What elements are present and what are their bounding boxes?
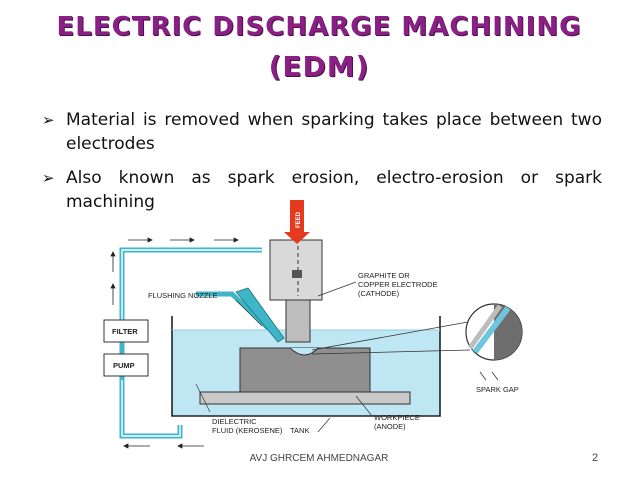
- flushing-nozzle-label: FLUSHING NOZZLE: [148, 291, 218, 300]
- filter-label: FILTER: [112, 327, 138, 336]
- pump-box: [103, 353, 149, 377]
- electrode: [285, 299, 311, 343]
- workpiece: [239, 347, 371, 393]
- workpiece-label-1: WORKPIECE: [374, 413, 420, 422]
- feed-label: FEED: [296, 211, 302, 228]
- arrow-bullet-icon: ➢: [42, 169, 55, 187]
- filter-box: [103, 319, 149, 343]
- feed-arrow: [290, 200, 304, 232]
- bullet-text: Material is removed when sparking takes …: [66, 110, 602, 154]
- flow-arrows: [110, 237, 239, 449]
- arrow-bullet-icon: ➢: [42, 111, 55, 129]
- bullet-item: ➢ Material is removed when sparking takes…: [42, 108, 602, 156]
- spark-gap-label: SPARK GAP: [476, 385, 519, 394]
- slide-title: Electric Discharge Machining: [56, 12, 582, 42]
- tank-outline: [171, 316, 441, 417]
- electrode-label-3: (CATHODE): [358, 289, 400, 298]
- dielectric-label-1: DIELECTRIC: [212, 417, 257, 426]
- workpiece-label-2: (ANODE): [374, 422, 406, 431]
- slide-title-abbrev: (EDM): [268, 50, 370, 83]
- bullet-list: ➢ Material is removed when sparking takes…: [42, 108, 602, 224]
- bullet-item: ➢ Also known as spark erosion, electro-er…: [42, 166, 602, 214]
- machine-table: [199, 391, 411, 405]
- page-number: 2: [592, 452, 599, 464]
- pump-label: PUMP: [113, 361, 135, 370]
- electrode-label-1: GRAPHITE OR: [358, 271, 410, 280]
- dielectric-label-2: FLUID (KEROSENE): [212, 426, 283, 435]
- footer-text: AVJ GHRCEM AHMEDNAGAR: [249, 453, 389, 464]
- electrode-label-2: COPPER ELECTRODE: [358, 280, 438, 289]
- bullet-text: Also known as spark erosion, electro-ero…: [66, 168, 602, 212]
- flushing-nozzle: [235, 287, 285, 343]
- tank-label: TANK: [290, 426, 309, 435]
